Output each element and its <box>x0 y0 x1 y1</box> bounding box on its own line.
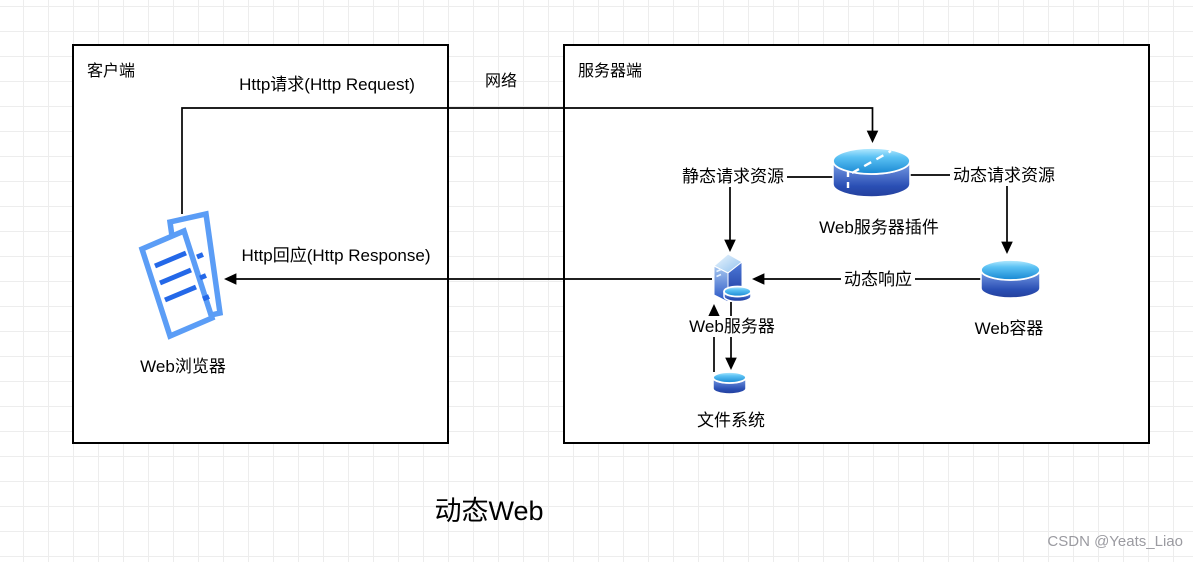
web-server-icon <box>713 253 752 304</box>
static-request-arrowhead-icon <box>724 239 736 252</box>
web-server-plugin-icon <box>832 147 911 198</box>
dynamic-request-label: 动态请求资源 <box>950 165 1058 187</box>
web-browser-label: Web浏览器 <box>140 357 226 376</box>
server-to-filesystem-arrowhead-icon <box>725 357 737 370</box>
http-request-connector <box>181 107 874 214</box>
file-system-label: 文件系统 <box>697 411 765 430</box>
dynamic-response-label: 动态响应 <box>841 269 915 291</box>
network-label: 网络 <box>484 73 518 90</box>
dynamic-response-arrowhead-icon <box>752 273 765 285</box>
filesystem-to-server-arrowhead-icon <box>708 304 720 317</box>
http-response-arrowhead-icon <box>224 273 237 285</box>
client-group-box: 客户端 <box>72 44 449 444</box>
server-group-box: 服务器端 <box>563 44 1150 444</box>
http-request-arrowhead-icon <box>866 130 879 143</box>
http-request-label: Http请求(Http Request) <box>239 75 415 94</box>
web-container-icon <box>980 259 1041 299</box>
web-browser-icon <box>138 210 224 340</box>
file-system-icon <box>712 371 747 395</box>
client-group-label: 客户端 <box>87 63 136 80</box>
web-container-label: Web容器 <box>974 319 1044 338</box>
watermark: CSDN @Yeats_Liao <box>1047 533 1183 550</box>
server-group-label: 服务器端 <box>578 63 643 80</box>
web-server-label: Web服务器 <box>686 316 778 338</box>
static-request-label: 静态请求资源 <box>679 166 787 188</box>
http-response-label: Http回应(Http Response) <box>241 246 431 265</box>
dynamic-request-arrowhead-icon <box>1001 241 1013 254</box>
diagram-title: 动态Web <box>434 496 544 526</box>
web-server-plugin-label: Web服务器插件 <box>819 218 939 237</box>
